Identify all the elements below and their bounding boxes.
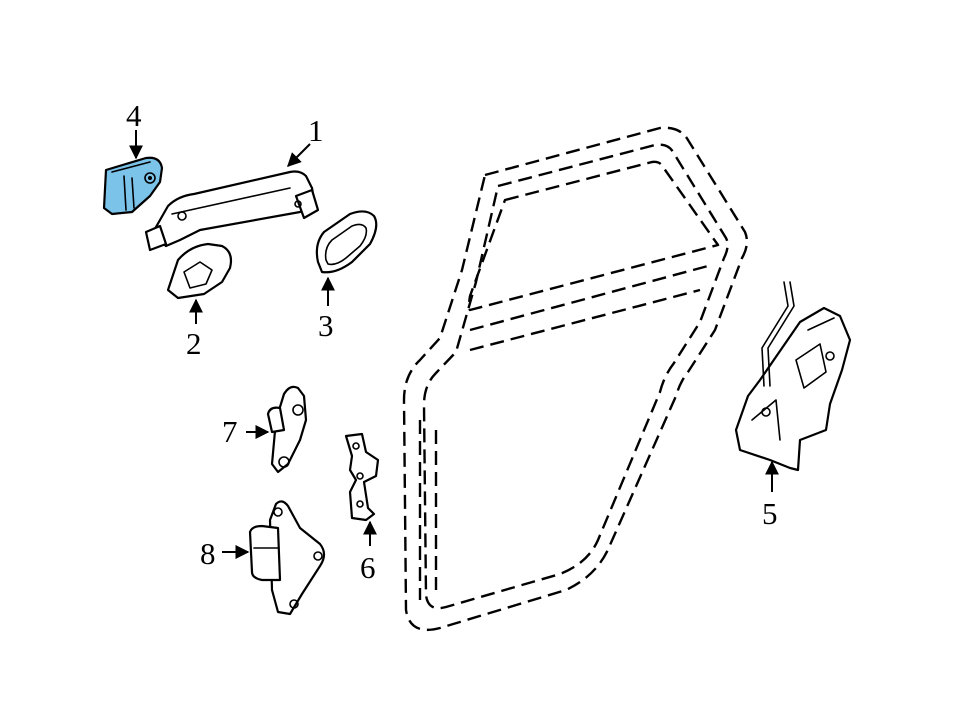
upper-hinge-part[interactable] [266,385,308,474]
door-latch-part[interactable] [734,281,852,472]
outside-handle-part[interactable] [144,170,320,252]
handle-cover-part[interactable] [102,156,164,216]
shim-plate-part[interactable] [344,432,380,522]
arrow-1 [287,143,311,167]
handle-gasket-part[interactable] [166,242,233,300]
lower-hinge-part[interactable] [248,500,326,616]
callout-1: 1 [308,113,324,148]
callout-labels: 1 2 3 4 5 6 7 8 [126,98,778,585]
callout-4: 4 [126,98,142,133]
callout-3: 3 [318,308,334,343]
escutcheon-part[interactable] [315,210,378,274]
callout-7: 7 [222,414,238,449]
callout-6: 6 [360,550,376,585]
callout-5: 5 [762,496,778,531]
callout-8: 8 [200,536,216,571]
callout-2: 2 [186,326,202,361]
callout-arrows [129,130,779,559]
door-shell-outline [402,126,749,632]
